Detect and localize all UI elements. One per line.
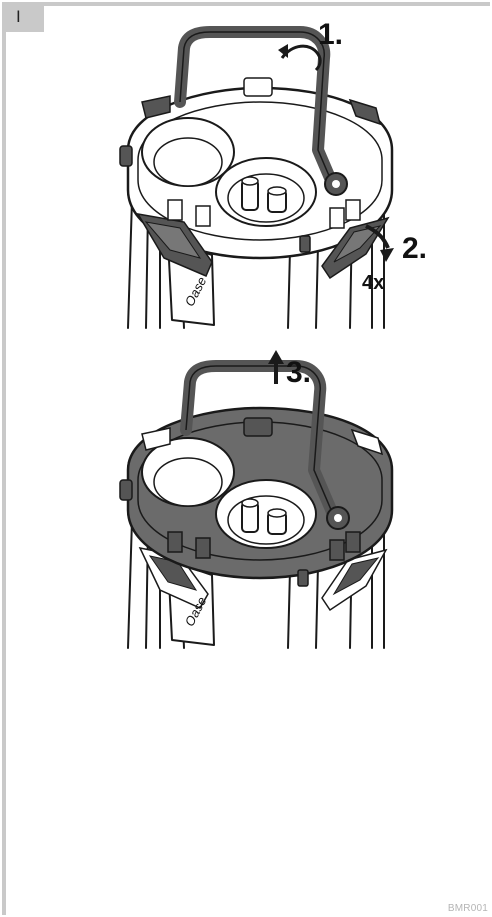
step-1-label: 1.	[318, 18, 344, 51]
panel-label: I	[16, 7, 21, 26]
step-2-repeat: 4x	[362, 272, 385, 294]
rotate-arrow	[280, 44, 322, 72]
panel-tab: I	[2, 2, 44, 32]
step-3-label: 3.	[286, 356, 312, 389]
open-clamp-arrow	[365, 224, 390, 249]
step-2-label: 2.	[402, 232, 428, 265]
document-code: BMR001	[447, 903, 488, 914]
